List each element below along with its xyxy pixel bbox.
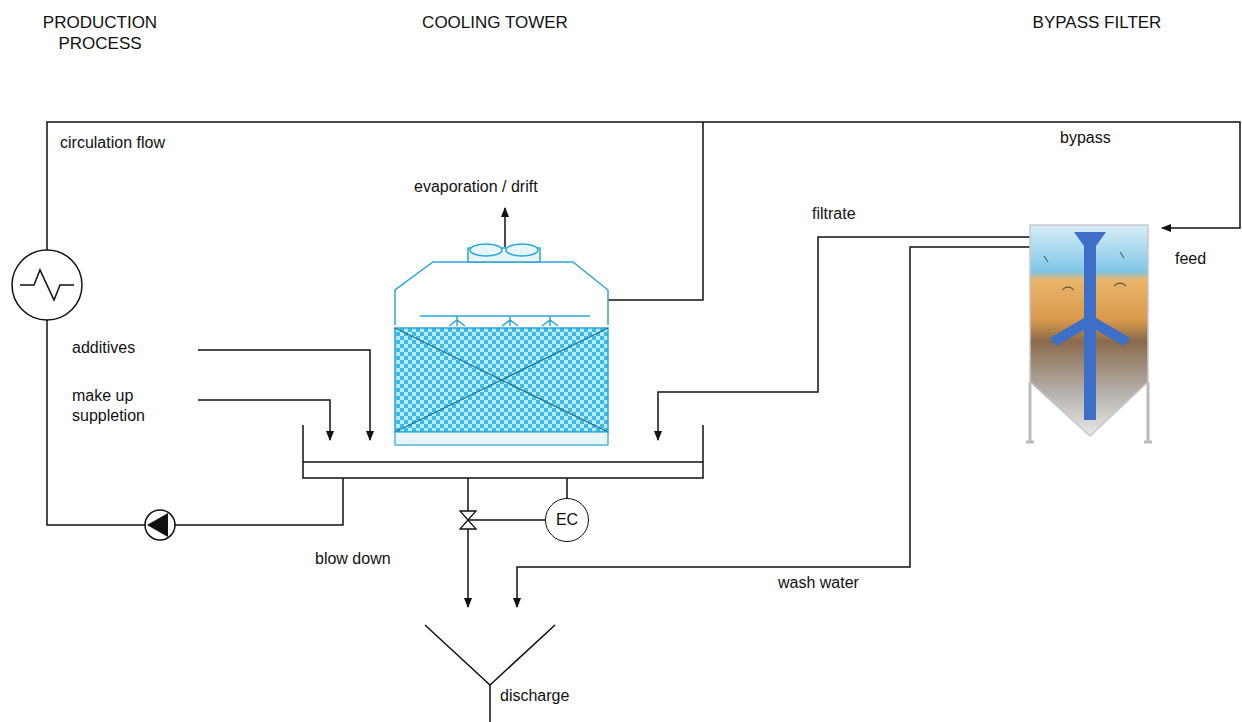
outlet-label: discharge bbox=[500, 686, 569, 706]
conductivity-sensor: EC bbox=[545, 498, 589, 542]
section-heading: BYPASS FILTER bbox=[1007, 12, 1187, 33]
flow-label: wash water bbox=[778, 573, 859, 593]
flow-label: filtrate bbox=[812, 204, 856, 224]
flow-label: circulation flow bbox=[60, 133, 165, 153]
flow-label: blow down bbox=[315, 549, 391, 569]
flow-label: feed bbox=[1175, 249, 1206, 269]
section-heading: COOLING TOWER bbox=[405, 12, 585, 33]
input-label: additives bbox=[72, 338, 135, 358]
flow-label: evaporation / drift bbox=[414, 177, 538, 197]
sensor-label: EC bbox=[556, 511, 578, 529]
input-label: make up suppletion bbox=[72, 386, 172, 426]
section-heading: PRODUCTION PROCESS bbox=[10, 12, 190, 54]
flow-label: bypass bbox=[1060, 128, 1111, 148]
